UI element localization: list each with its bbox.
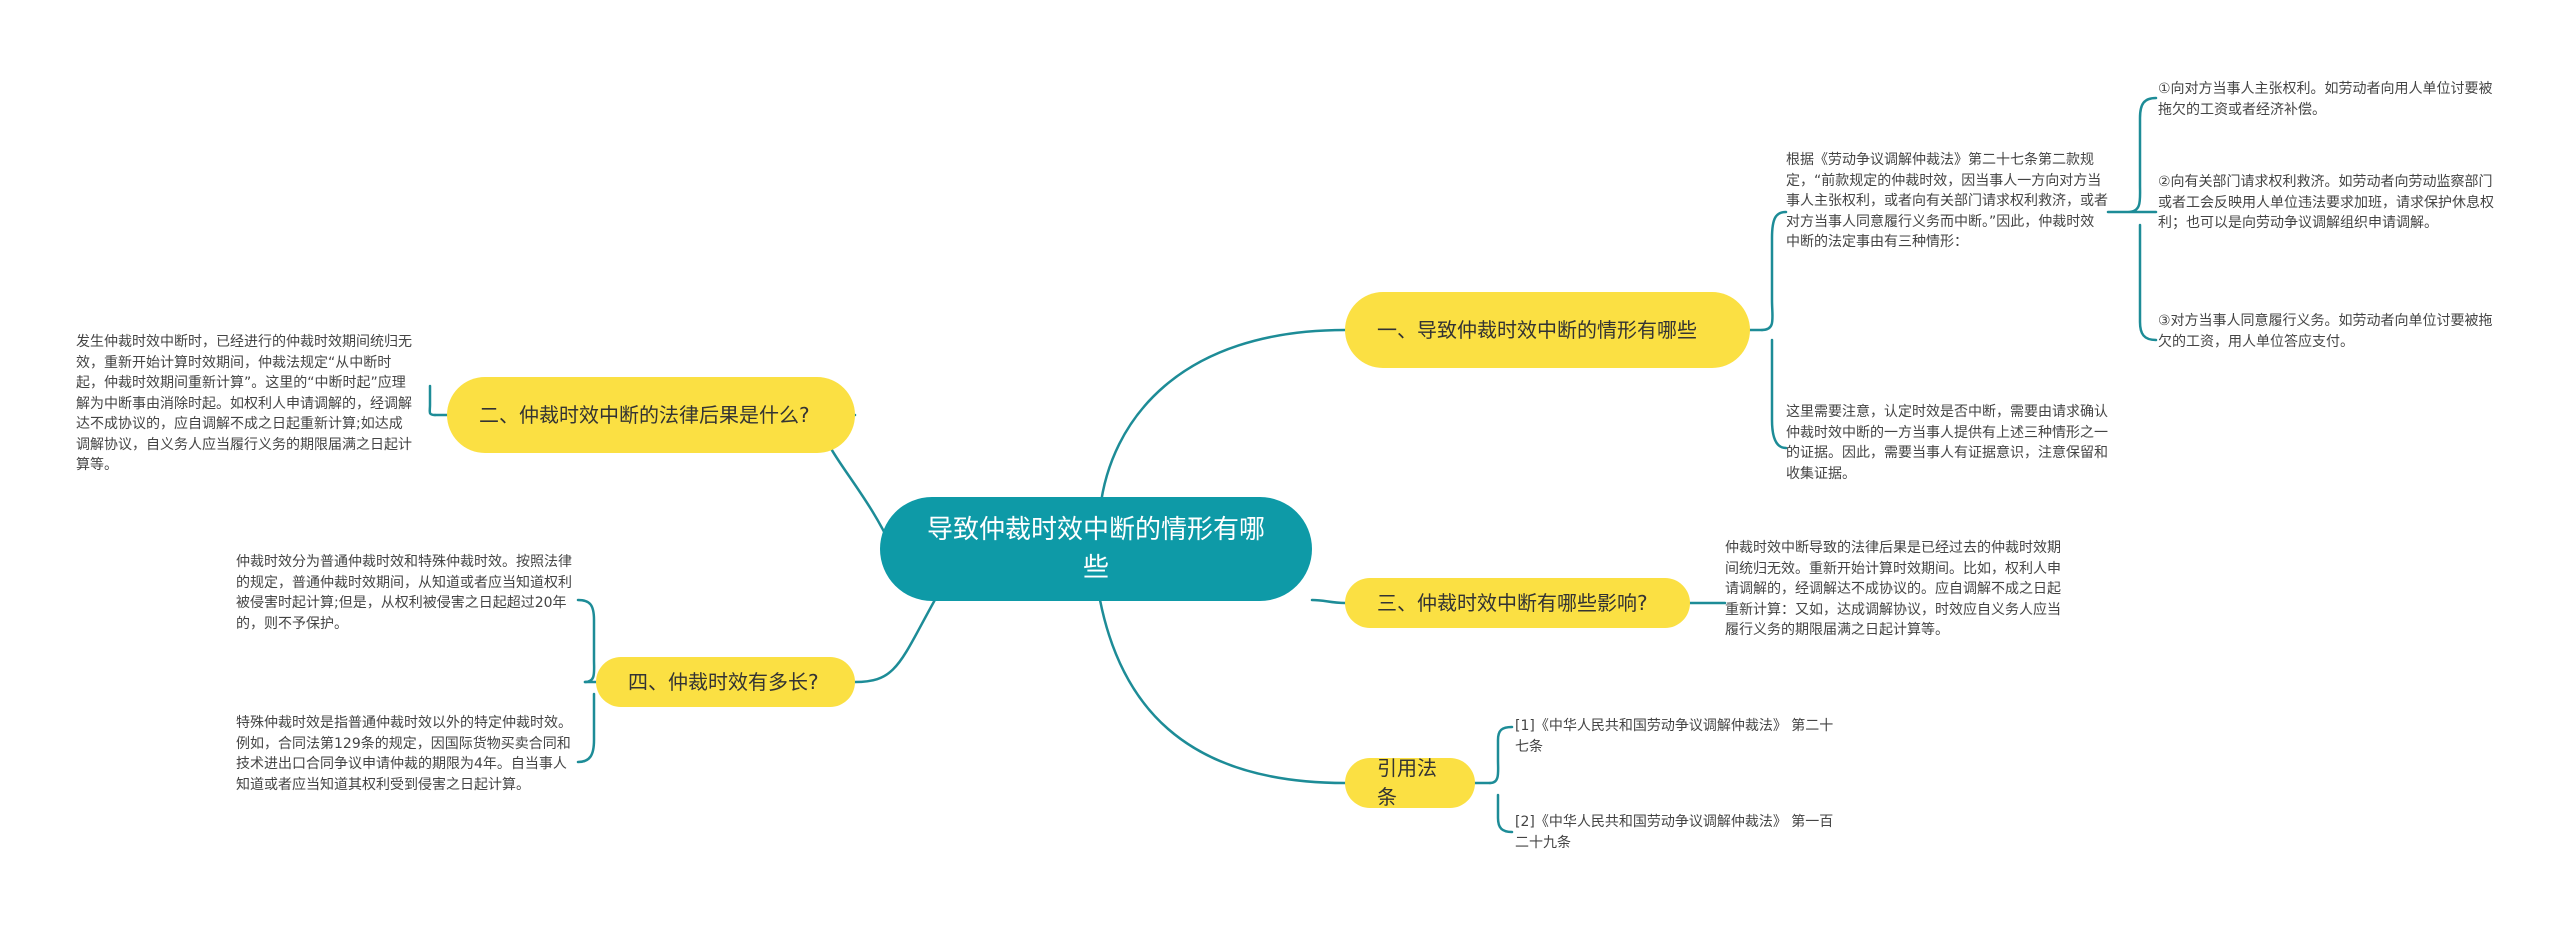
- brace-b1: [1760, 210, 1788, 450]
- branch-1-label: 一、导致仲裁时效中断的情形有哪些: [1377, 317, 1697, 342]
- link-root-b1: [1098, 328, 1347, 512]
- brace-b4: [576, 598, 596, 764]
- brace-b1-main: [2106, 96, 2158, 342]
- brace-b5: [1488, 725, 1514, 834]
- leaf-b5-ref-1: [1]《中华人民共和国劳动争议调解仲裁法》 第二十七条: [1515, 718, 1834, 755]
- leaf-b3-text: 仲裁时效中断导致的法律后果是已经过去的仲裁时效期间统归无效。重新开始计算时效期间…: [1725, 540, 2061, 638]
- leaf-b4-general: 仲裁时效分为普通仲裁时效和特殊仲裁时效。按照法律的规定，普通仲裁时效期间，从知道…: [236, 554, 572, 632]
- leaf-b2-text: 发生仲裁时效中断时，已经进行的仲裁时效期间统归无效，重新开始计算时效期间，仲裁法…: [76, 334, 412, 473]
- branch-5-label: 引用法条: [1377, 756, 1437, 809]
- root-node[interactable]: 导致仲裁时效中断的情形有哪些: [880, 497, 1312, 601]
- leaf-b4-special: 特殊仲裁时效是指普通仲裁时效以外的特定仲裁时效。例如，合同法第129条的规定，因…: [236, 715, 572, 793]
- branch-node-4[interactable]: 四、仲裁时效有多长?: [596, 657, 855, 707]
- branch-node-1[interactable]: 一、导致仲裁时效中断的情形有哪些: [1345, 292, 1750, 368]
- link-root-b4: [853, 580, 947, 684]
- leaf-b1-case-3: ③对方当事人同意履行义务。如劳动者向单位讨要被拖欠的工资，用人单位答应支付。: [2158, 313, 2493, 350]
- link-root-b5: [1098, 598, 1347, 785]
- brace-b2: [428, 384, 437, 417]
- branch-node-5[interactable]: 引用法条: [1345, 756, 1475, 809]
- leaf-b1-case-2: ②向有关部门请求权利救济。如劳动者向劳动监察部门或者工会反映用人单位违法要求加班…: [2158, 174, 2494, 231]
- branch-2-label: 二、仲裁时效中断的法律后果是什么?: [479, 402, 810, 427]
- branch-4-label: 四、仲裁时效有多长?: [628, 669, 819, 694]
- leaf-b1-case-1: ①向对方当事人主张权利。如劳动者向用人单位讨要被拖欠的工资或者经济补偿。: [2158, 81, 2493, 118]
- leaf-b5-ref-2: [2]《中华人民共和国劳动争议调解仲裁法》 第一百二十九条: [1515, 814, 1834, 851]
- leaf-b1-note: 这里需要注意，认定时效是否中断，需要由请求确认仲裁时效中断的一方当事人提供有上述…: [1786, 404, 2108, 482]
- branch-3-label: 三、仲裁时效中断有哪些影响?: [1377, 590, 1648, 615]
- branch-node-2[interactable]: 二、仲裁时效中断的法律后果是什么?: [447, 377, 855, 453]
- link-root-b3: [1310, 598, 1347, 605]
- root-label: 导致仲裁时效中断的情形有哪些: [926, 515, 1265, 583]
- leaf-b1-main: 根据《劳动争议调解仲裁法》第二十七条第二款规定，“前款规定的仲裁时效，因当事人一…: [1786, 152, 2108, 250]
- branch-node-3[interactable]: 三、仲裁时效中断有哪些影响?: [1345, 578, 1690, 628]
